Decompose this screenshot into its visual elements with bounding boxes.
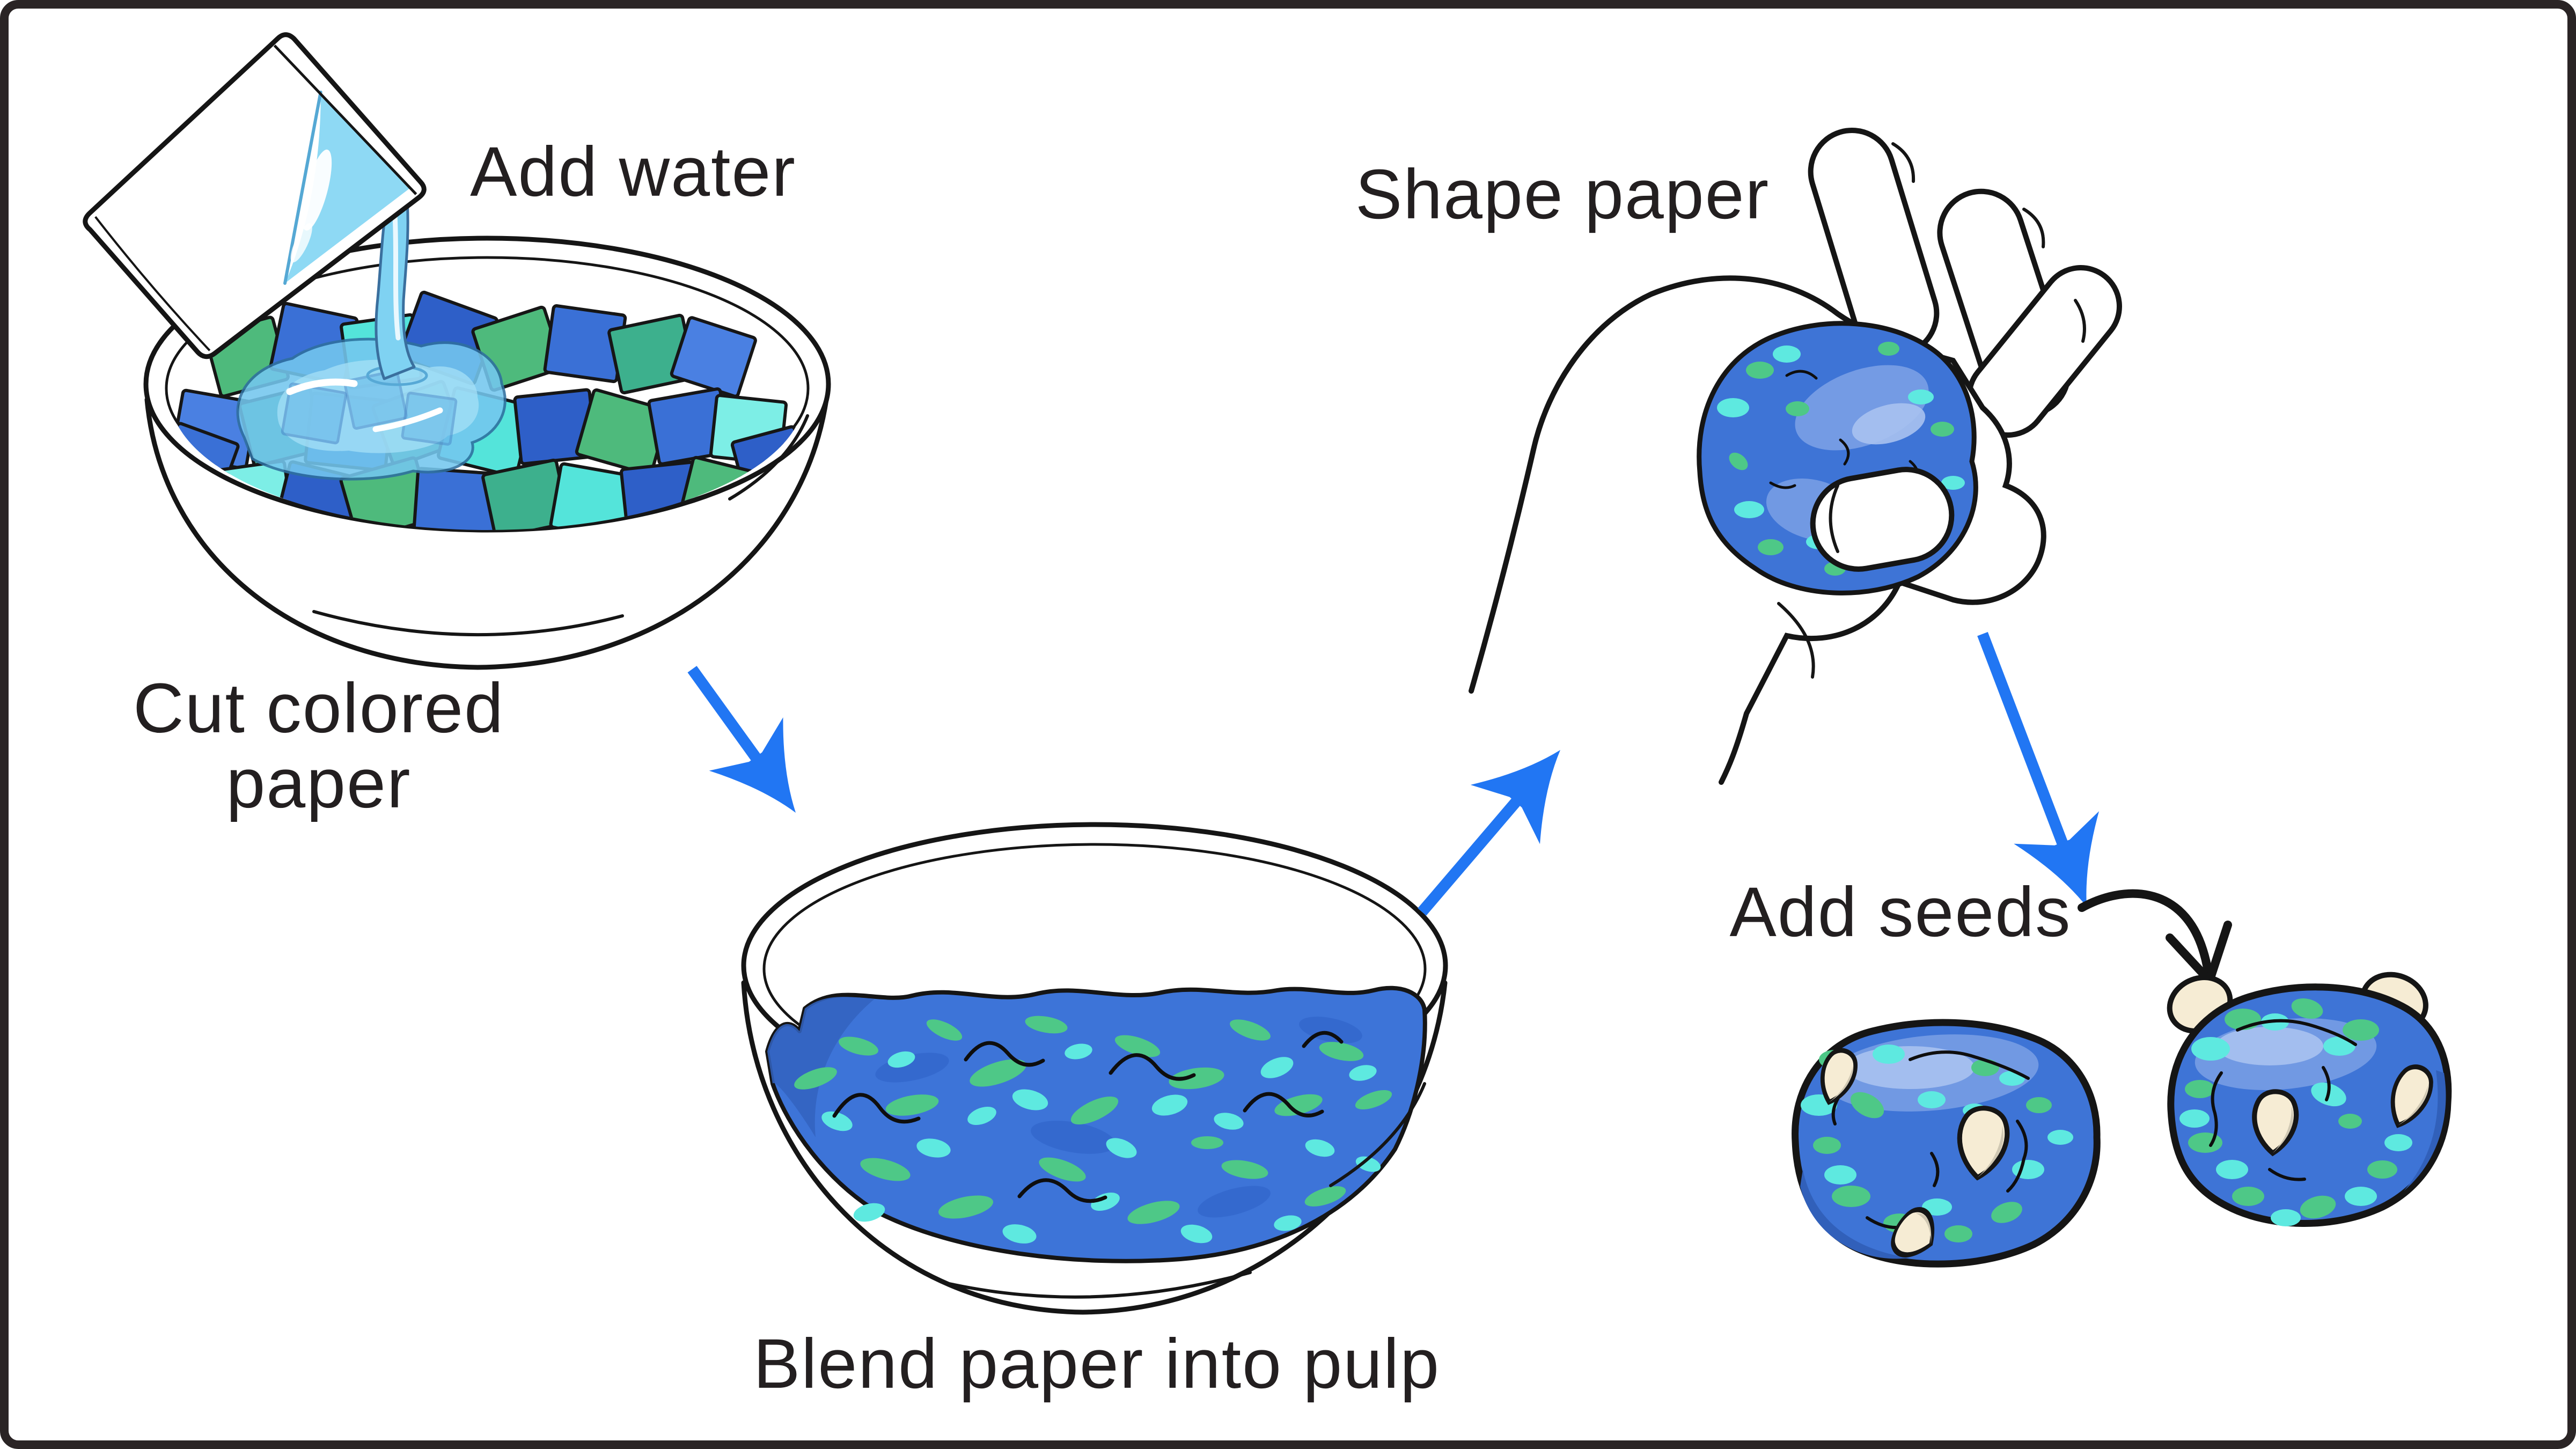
- label-cut-colored-paper-line2: paper: [226, 744, 412, 822]
- seeds-right-ball: [2252, 1062, 2437, 1155]
- seed-ball-right: [2167, 972, 2452, 1227]
- add-seeds-arrow-icon: [2078, 889, 2232, 985]
- label-add-seeds: Add seeds: [1729, 872, 2072, 951]
- label-shape-paper: Shape paper: [1355, 154, 1770, 233]
- label-cut-colored-paper-line1: Cut colored: [133, 668, 504, 747]
- water-stream: [375, 192, 416, 380]
- flow-arrow-3-icon: [1977, 632, 2130, 923]
- measuring-cup: [83, 32, 427, 359]
- label-add-water: Add water: [470, 131, 796, 211]
- paper-scrap-bowl: [143, 236, 831, 670]
- paper-pulp: [765, 985, 1427, 1263]
- flow-arrow-1-icon: [687, 666, 833, 840]
- label-blend-paper: Blend paper into pulp: [753, 1323, 1441, 1403]
- pulp-bowl: [741, 822, 1448, 1315]
- seed-ball-left: [1792, 1019, 2101, 1265]
- label-cut-colored-paper: Cut colored paper: [50, 668, 587, 822]
- flow-arrow-2-icon: [1418, 720, 1595, 916]
- seeds-left-ball: [1815, 1046, 2011, 1265]
- cup-water: [283, 90, 410, 285]
- hand: [1469, 128, 2122, 785]
- water-puddle: [236, 337, 507, 481]
- curled-finger: [1810, 467, 1955, 572]
